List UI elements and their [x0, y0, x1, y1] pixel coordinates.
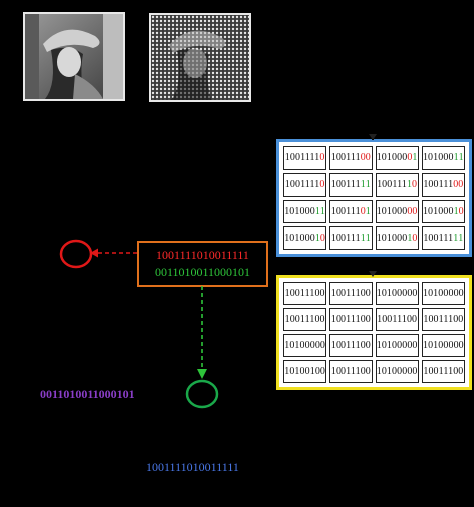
cell-prefix: 101000 [422, 152, 454, 164]
cell-prefix: 100111 [330, 179, 361, 191]
cell-embedded-bit: 0 [360, 205, 366, 217]
yellow-table-cell: 10011100 [421, 360, 465, 383]
cell-embedded-bit: 1 [360, 179, 366, 191]
cell-embedded-bit: 1 [412, 152, 418, 164]
cell-embedded-bit: 0 [412, 205, 418, 217]
cell-prefix: 101000 [284, 205, 315, 217]
cell-embedded-bit: 1 [406, 179, 413, 191]
yellow-table-cell: 10011100 [283, 282, 327, 305]
cell-prefix: 100111 [377, 179, 407, 191]
cell-embedded-bit: 0 [360, 152, 366, 164]
cell-prefix: 1001111 [284, 179, 320, 191]
cell-prefix: 1001111 [284, 152, 320, 164]
cell-prefix: 101000 [376, 152, 408, 164]
cell-embedded-bit: 1 [365, 205, 371, 217]
yellow-table-cell: 10011100 [329, 282, 373, 305]
yellow-table-cell: 10011100 [283, 308, 327, 331]
yellow-table-cell: 10100000 [421, 282, 465, 305]
cell-prefix: 101000 [376, 232, 408, 244]
yellow-table-cell: 10100000 [375, 282, 419, 305]
cell-prefix: 100111 [423, 179, 454, 191]
yellow-table-cell: 10100000 [375, 334, 419, 357]
dotted-portrait-photo-icon [151, 15, 249, 100]
cell-embedded-bit: 0 [319, 152, 325, 164]
cell-embedded-bit: 0 [365, 152, 371, 164]
red-dashed-arrow [90, 248, 137, 258]
cell-embedded-bit: 1 [314, 232, 320, 244]
cell-embedded-bit: 0 [407, 205, 413, 217]
green-circle-icon [185, 379, 219, 409]
cell-embedded-bit: 1 [453, 152, 459, 164]
cell-embedded-bit: 1 [314, 205, 320, 217]
cell-embedded-bit: 0 [407, 152, 413, 164]
cell-embedded-bit: 0 [319, 179, 325, 191]
secret-bits-purple: 0011010011000101 [40, 387, 135, 401]
cover-image [23, 12, 125, 101]
cell-embedded-bit: 1 [365, 179, 371, 191]
cell-embedded-bit: 1 [453, 232, 459, 244]
cell-prefix: 101000 [284, 232, 315, 244]
cell-embedded-bit: 1 [360, 232, 366, 244]
extracted-bits-box: 1001111010011111 0011010011000101 [137, 241, 268, 287]
secret-bits-blue: 1001111010011111 [146, 460, 239, 474]
extracted-bits-green: 0011010011000101 [154, 265, 251, 279]
cell-embedded-bit: 0 [319, 232, 326, 244]
cell-embedded-bit: 1 [458, 152, 464, 164]
cell-embedded-bit: 0 [458, 205, 464, 217]
yellow-table-cell: 10100000 [375, 360, 419, 383]
table-connector-arrow [369, 134, 377, 277]
cell-embedded-bit: 1 [407, 232, 413, 244]
cell-embedded-bit: 1 [319, 205, 326, 217]
cell-embedded-bit: 1 [365, 232, 371, 244]
extracted-bits-red: 1001111010011111 [156, 248, 249, 262]
cell-prefix: 100111 [330, 205, 361, 217]
cell-embedded-bit: 0 [412, 232, 418, 244]
cell-embedded-bit: 0 [412, 179, 418, 191]
cell-prefix: 100111 [330, 232, 361, 244]
yellow-table-cell: 10100000 [421, 334, 465, 357]
cell-prefix: 100111 [423, 232, 454, 244]
yellow-table-cell: 10100000 [283, 334, 327, 357]
cell-embedded-bit: 1 [453, 205, 459, 217]
yellow-table-cell: 10011100 [329, 360, 373, 383]
yellow-table-cell: 10011100 [421, 308, 465, 331]
yellow-table-cell: 10011100 [329, 334, 373, 357]
cell-prefix: 100111 [330, 152, 361, 164]
stego-image [149, 13, 251, 102]
cell-prefix: 101000 [376, 205, 408, 217]
yellow-table-cell: 10100100 [283, 360, 327, 383]
yellow-table-cell: 10011100 [329, 308, 373, 331]
cell-embedded-bit: 0 [458, 179, 464, 191]
portrait-photo-icon [25, 14, 123, 99]
cell-embedded-bit: 1 [458, 232, 464, 244]
cell-embedded-bit: 0 [453, 179, 459, 191]
green-dashed-arrow [197, 286, 207, 379]
cell-prefix: 101000 [422, 205, 454, 217]
yellow-table-cell: 10011100 [375, 308, 419, 331]
red-circle-icon [59, 239, 93, 269]
